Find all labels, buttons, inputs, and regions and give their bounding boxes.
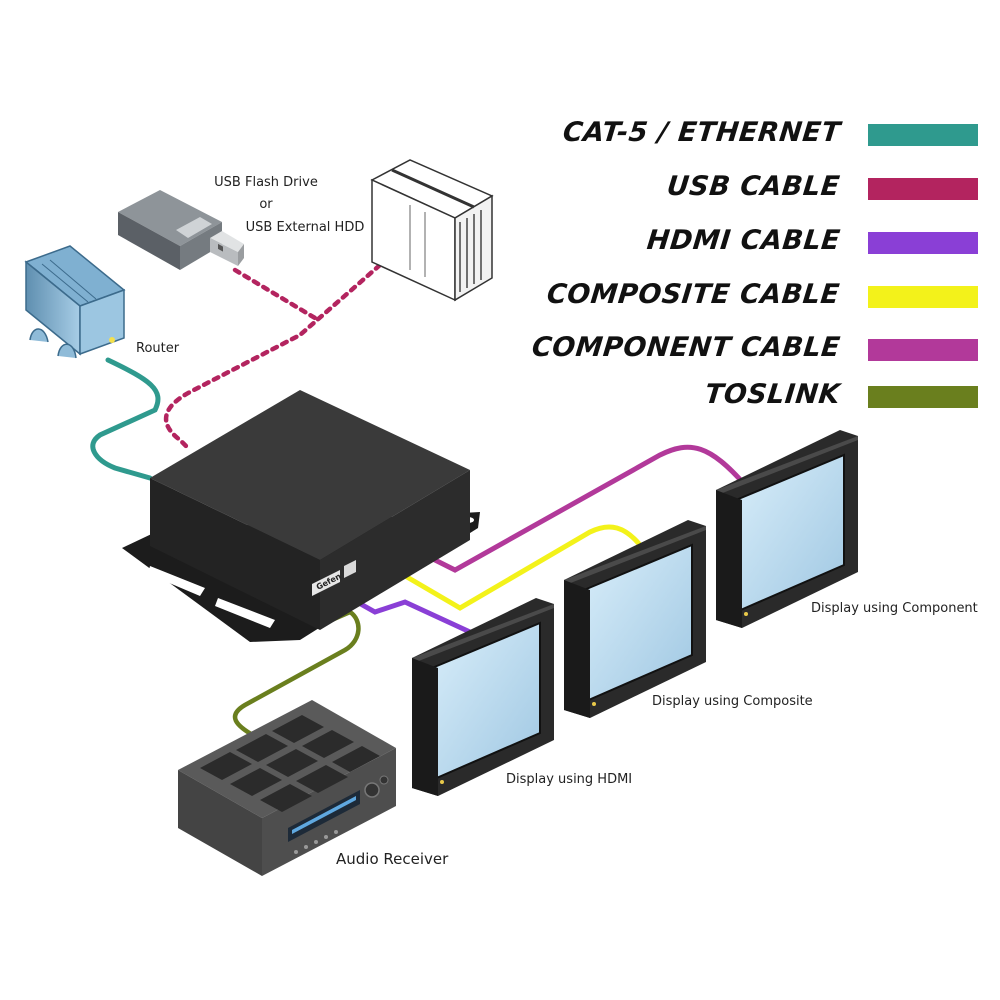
display-component-icon	[716, 430, 858, 628]
audio-receiver-icon	[178, 700, 396, 876]
legend-swatches	[868, 124, 978, 408]
legend-label-component: COMPONENT CABLE	[530, 332, 842, 363]
hdmi-cable	[347, 595, 473, 635]
external-hdd-icon	[370, 159, 494, 302]
legend-swatch-hdmi	[868, 232, 978, 254]
cables	[90, 255, 748, 743]
legend-label-toslink: TOSLINK	[703, 379, 842, 410]
display-hdmi-icon	[412, 598, 554, 796]
legend-label-composite: COMPOSITE CABLE	[545, 279, 842, 310]
usb-cable-hdd	[163, 255, 391, 453]
legend-swatch-ethernet	[868, 124, 978, 146]
usb-cable-flash	[232, 267, 318, 321]
legend-swatch-component	[868, 339, 978, 361]
display-composite-icon	[564, 520, 706, 718]
router-icon	[24, 245, 126, 359]
toslink-cable	[232, 609, 361, 743]
legend-label-ethernet: CAT-5 / ETHERNET	[560, 117, 842, 148]
router-label: Router	[136, 341, 180, 356]
display-component-label: Display using Component	[811, 601, 978, 616]
legend-label-usb: USB CABLE	[665, 171, 842, 202]
usb-device-label-line1: USB Flash Drive	[214, 175, 318, 190]
media-box-icon: Gefen	[122, 390, 480, 642]
legend-label-hdmi: HDMI CABLE	[645, 225, 842, 256]
legend-swatch-toslink	[868, 386, 978, 408]
legend-swatch-usb	[868, 178, 978, 200]
legend-swatch-composite	[868, 286, 978, 308]
ethernet-cable	[90, 357, 161, 481]
usb-device-label-line2: or	[259, 197, 273, 212]
usb-device-label-line3: USB External HDD	[245, 220, 365, 235]
composite-cable	[392, 524, 643, 611]
usb-flash-drive-icon	[118, 190, 244, 270]
display-hdmi-label: Display using HDMI	[506, 772, 633, 787]
component-cable	[422, 444, 748, 573]
display-composite-label: Display using Composite	[652, 694, 813, 709]
audio-receiver-label: Audio Receiver	[336, 850, 449, 868]
